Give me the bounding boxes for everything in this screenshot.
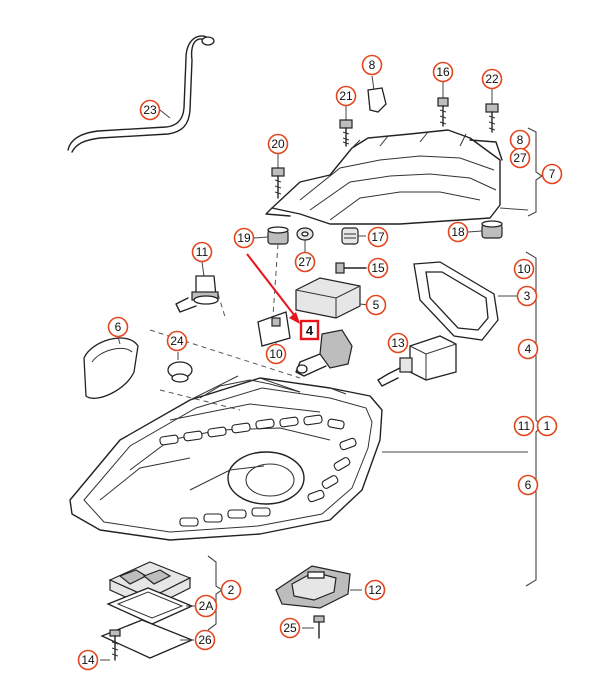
svg-text:21: 21 [339, 89, 353, 103]
svg-text:4: 4 [525, 342, 532, 356]
svg-text:8: 8 [369, 58, 376, 72]
callout-3[interactable]: 3 [516, 285, 538, 307]
screw-22 [485, 88, 499, 133]
svg-text:6: 6 [525, 478, 532, 492]
screw-16 [437, 82, 449, 127]
svg-text:16: 16 [436, 65, 450, 79]
svg-text:6: 6 [115, 320, 122, 334]
screw-25 [302, 615, 325, 639]
callout-7[interactable]: 7 [541, 163, 563, 185]
screw-15 [335, 262, 367, 274]
circuit-board-10 [257, 311, 291, 352]
svg-text:7: 7 [549, 167, 556, 181]
callout-20[interactable]: 20 [267, 133, 289, 155]
svg-text:12: 12 [368, 583, 382, 597]
callout-26[interactable]: 26 [194, 629, 216, 651]
adjuster-18 [481, 220, 503, 239]
svg-text:1: 1 [544, 419, 551, 433]
svg-text:27: 27 [298, 255, 312, 269]
svg-text:18: 18 [451, 225, 465, 239]
callout-21[interactable]: 21 [335, 85, 357, 107]
headlight-housing [69, 375, 383, 541]
callout-24[interactable]: 24 [166, 330, 188, 352]
highlight-label-4[interactable]: 4 [299, 319, 320, 341]
callout-18[interactable]: 18 [447, 221, 469, 243]
svg-text:10: 10 [517, 262, 531, 276]
svg-text:3: 3 [524, 289, 531, 303]
svg-text:4: 4 [306, 323, 314, 338]
svg-text:14: 14 [81, 653, 95, 667]
callout-13[interactable]: 13 [387, 332, 409, 354]
callout-2A[interactable]: 2A [194, 594, 218, 618]
svg-text:5: 5 [373, 298, 380, 312]
adjuster-19 [267, 226, 289, 245]
callout-27[interactable]: 27 [294, 251, 316, 273]
screw-21 [339, 106, 353, 147]
callout-19[interactable]: 19 [233, 227, 255, 249]
grommet-27 [296, 227, 314, 254]
svg-text:11: 11 [196, 245, 209, 259]
svg-text:24: 24 [170, 334, 184, 348]
callout-22[interactable]: 22 [481, 68, 503, 90]
highlight-arrow [246, 253, 300, 324]
callout-2[interactable]: 2 [220, 579, 242, 601]
callout-6-right[interactable]: 6 [517, 474, 539, 496]
callout-15[interactable]: 15 [367, 257, 389, 279]
callout-10-right[interactable]: 10 [513, 258, 535, 280]
svg-text:13: 13 [391, 336, 405, 350]
svg-text:27: 27 [513, 151, 527, 165]
callout-10-board[interactable]: 10 [265, 343, 287, 365]
clip-part [367, 75, 387, 113]
svg-text:23: 23 [143, 103, 157, 117]
svg-text:2A: 2A [199, 599, 214, 613]
callout-27-bracket[interactable]: 27 [509, 147, 531, 169]
svg-text:20: 20 [271, 137, 285, 151]
svg-text:25: 25 [283, 621, 297, 635]
callout-17[interactable]: 17 [367, 226, 389, 248]
bulb-4-part [295, 329, 353, 377]
svg-text:19: 19 [237, 231, 251, 245]
callout-4-right[interactable]: 4 [517, 338, 539, 360]
adjuster-17 [341, 227, 366, 245]
callout-11-bulb[interactable]: 11 [191, 241, 213, 263]
screw-14 [100, 629, 121, 661]
xenon-bulb-13 [377, 335, 457, 387]
svg-text:26: 26 [198, 633, 212, 647]
bulb-11-part [175, 261, 219, 313]
cap-24 [167, 352, 193, 383]
svg-text:17: 17 [371, 230, 385, 244]
upper-mounting-bracket [265, 129, 503, 225]
svg-text:2: 2 [228, 583, 235, 597]
callout-5[interactable]: 5 [365, 294, 387, 316]
callout-14[interactable]: 14 [77, 649, 99, 671]
callout-25[interactable]: 25 [279, 617, 301, 639]
screw-20 [271, 154, 285, 199]
callout-8-bracket[interactable]: 8 [509, 129, 531, 151]
svg-text:15: 15 [371, 261, 385, 275]
svg-text:22: 22 [485, 72, 499, 86]
svg-text:11: 11 [518, 419, 531, 433]
svg-text:10: 10 [269, 347, 283, 361]
callout-1[interactable]: 1 [536, 415, 558, 437]
callout-8-top[interactable]: 8 [361, 54, 383, 76]
breather-hose-part [67, 35, 215, 153]
svg-text:8: 8 [517, 133, 524, 147]
callout-6-ring[interactable]: 6 [107, 316, 129, 338]
control-unit-5 [295, 277, 369, 319]
callout-12[interactable]: 12 [364, 579, 386, 601]
gasket-frame-3 [413, 261, 520, 341]
callout-16[interactable]: 16 [432, 61, 454, 83]
callout-11-right[interactable]: 11 [513, 415, 535, 437]
cover-cap-12 [275, 565, 362, 609]
bracket-2 [207, 555, 223, 631]
callout-23[interactable]: 23 [139, 99, 161, 121]
trim-ring-6 [83, 336, 139, 399]
